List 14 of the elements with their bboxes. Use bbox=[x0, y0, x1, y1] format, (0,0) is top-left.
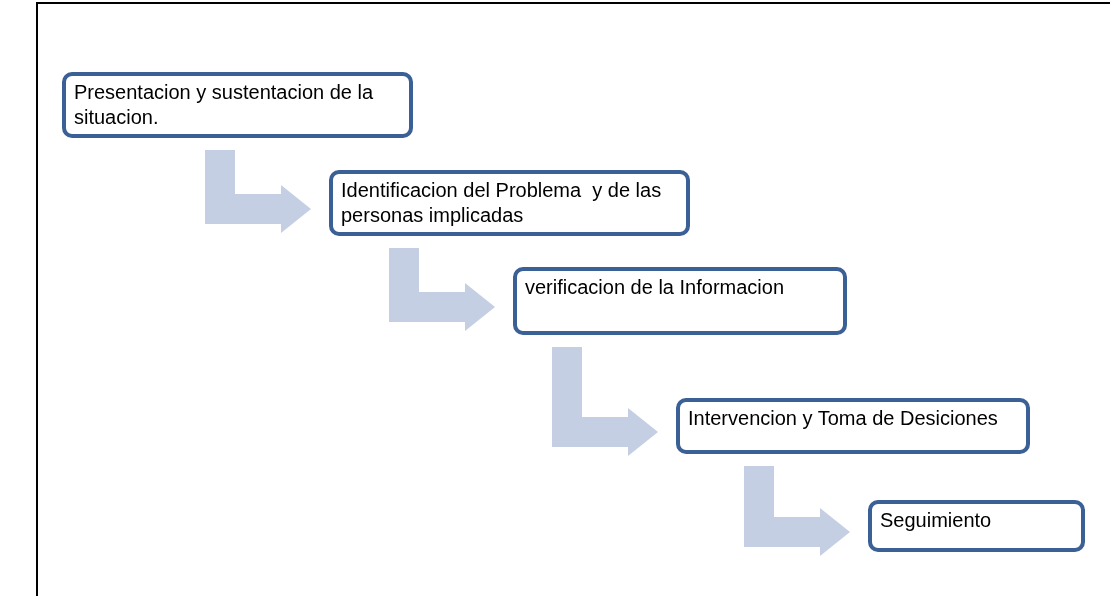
process-box bbox=[62, 72, 413, 138]
bent-arrow bbox=[389, 248, 495, 331]
bent-arrow bbox=[744, 466, 850, 556]
process-box bbox=[513, 267, 847, 335]
step-text: Intervencion y Toma de Desiciones bbox=[688, 406, 999, 431]
bent-arrow bbox=[205, 150, 311, 233]
step-text: Seguimiento bbox=[880, 508, 993, 533]
step-text: Presentacion y sustentacion de la situacion. bbox=[74, 80, 375, 130]
step-text: Identificacion del Problema y de las personas implicadas bbox=[341, 178, 663, 228]
process-box bbox=[868, 500, 1085, 552]
step-text: verificacion de la Informacion bbox=[525, 275, 785, 300]
process-box bbox=[329, 170, 690, 236]
bent-arrow bbox=[552, 347, 658, 456]
process-box bbox=[676, 398, 1030, 454]
